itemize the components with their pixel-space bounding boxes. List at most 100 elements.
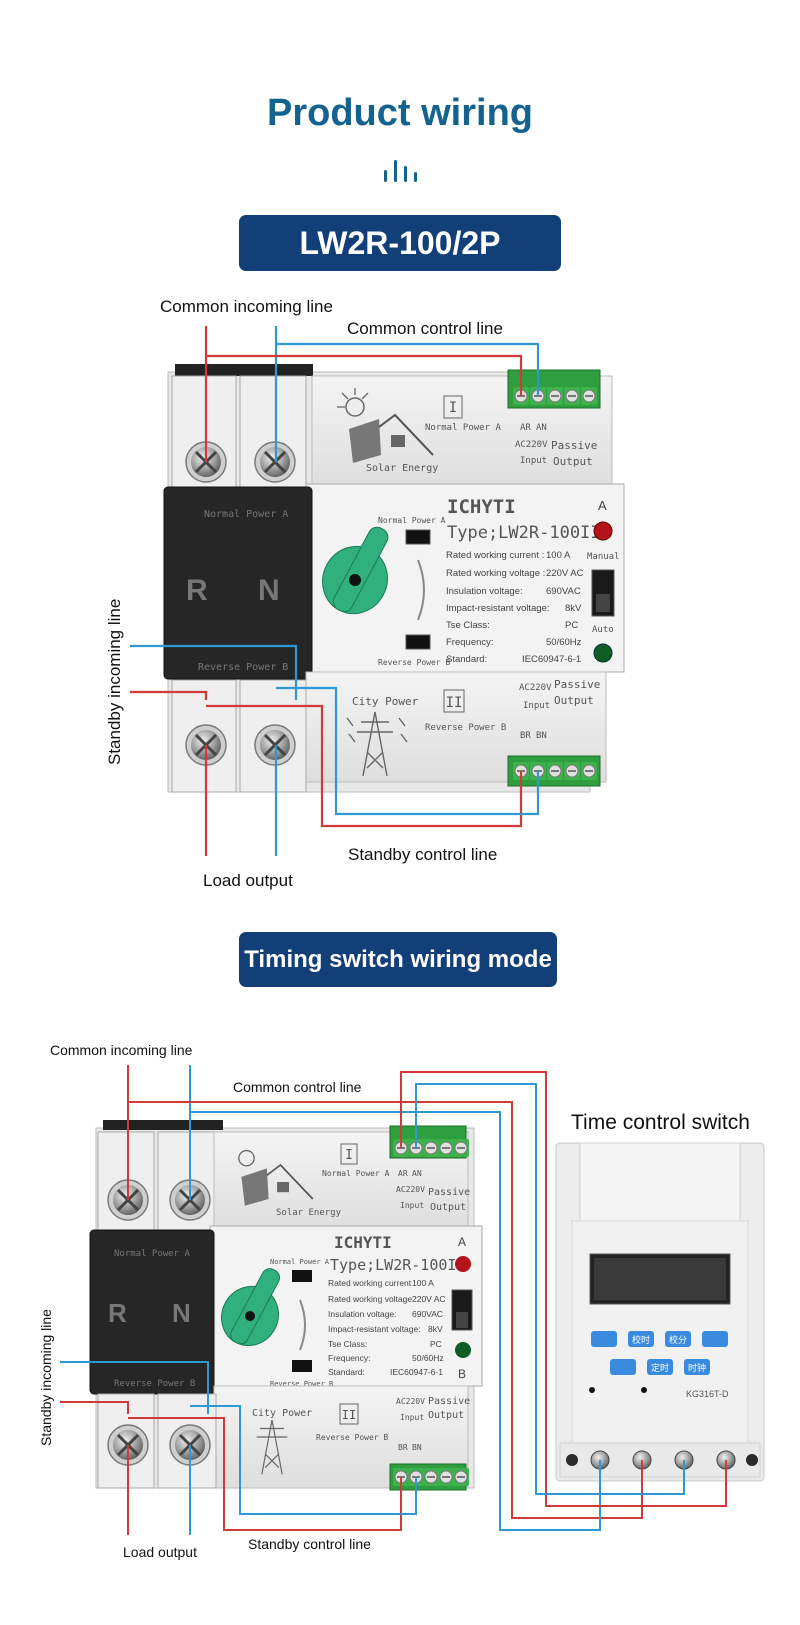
svg-text:II: II	[342, 1408, 356, 1422]
model-banner: LW2R-100/2P	[239, 215, 561, 271]
svg-text:IEC60947-6-1: IEC60947-6-1	[522, 654, 581, 665]
label-standby-incoming-2: Standby incoming line	[38, 1309, 54, 1446]
svg-text:AR: AR	[398, 1169, 408, 1178]
rotate-arrow-icon	[417, 559, 425, 621]
cover-reverse-power-label: Reverse Power B	[198, 662, 288, 673]
roman-one-label: I	[449, 400, 457, 416]
svg-text:AC220V: AC220V	[396, 1185, 425, 1194]
type-label-2: Type;LW2R-100II	[330, 1256, 465, 1274]
label-load-output-2: Load output	[123, 1544, 197, 1560]
svg-text:N: N	[172, 1298, 191, 1328]
ac220v-label-1: AC220V	[515, 440, 548, 450]
time-control-switch: 校时 校分 定时 时钟 KG316T-D	[555, 1142, 765, 1482]
bottom-reverse-power-label: Reverse Power B	[425, 723, 506, 733]
t2-solar-energy-label: Solar Energy	[276, 1208, 342, 1218]
city-power-label-1: City Power	[352, 695, 419, 708]
solar-house-icon	[337, 388, 434, 463]
timer-buttons: 校时 校分 定时 时钟	[591, 1331, 728, 1375]
svg-text:690VAC: 690VAC	[412, 1309, 443, 1319]
svg-text:Output: Output	[428, 1410, 464, 1421]
svg-text:R: R	[108, 1298, 127, 1328]
switch-normal-power-label: Normal Power A	[378, 516, 446, 525]
svg-text:220V AC: 220V AC	[412, 1294, 446, 1304]
passive-label-1: Passive	[551, 439, 597, 452]
device-switch-2: I Normal Power A Solar Energy AR A N AC22…	[89, 1120, 483, 1491]
svg-text:Standard:: Standard:	[328, 1367, 365, 1377]
spec-list-1: Rated working current : 100 A Rated work…	[446, 550, 584, 665]
label-standby-control-1: Standby control line	[348, 845, 498, 864]
timer-model-label: KG316T-D	[686, 1389, 729, 1399]
svg-text:Frequency:: Frequency:	[446, 637, 494, 648]
wires-2	[60, 1065, 727, 1535]
common-control-live-wire	[206, 354, 523, 396]
top-normal-power-label: Normal Power A	[425, 423, 501, 433]
label-standby-control-2: Standby control line	[248, 1536, 371, 1552]
svg-text:时钟: 时钟	[688, 1362, 706, 1374]
pole-n-label: N	[258, 574, 280, 607]
term-ar-label: AR	[520, 423, 531, 433]
manual-label-1: Manual	[587, 552, 620, 562]
spec-list-2: Rated working current : 100 A Rated work…	[328, 1278, 446, 1377]
roman-two-label: II	[446, 695, 463, 711]
page-title: Product wiring	[267, 92, 533, 134]
svg-text:Rated working voltage :: Rated working voltage :	[328, 1294, 417, 1304]
svg-text:Standard:: Standard:	[446, 654, 487, 665]
svg-text:A: A	[458, 1235, 466, 1249]
svg-text:Impact-resistant voltage:: Impact-resistant voltage:	[328, 1324, 421, 1334]
svg-text:8kV: 8kV	[428, 1324, 443, 1334]
t2-selector-knob-icon	[221, 1268, 281, 1347]
t2-roman-one-label: I	[345, 1148, 353, 1163]
term-bn-label: BN	[536, 731, 547, 741]
svg-text:Insulation voltage:: Insulation voltage:	[328, 1309, 397, 1319]
label-common-control-1: Common control line	[347, 319, 503, 338]
svg-text:Rated working current :: Rated working current :	[446, 550, 544, 561]
svg-text:Impact-resistant voltage:: Impact-resistant voltage:	[446, 603, 550, 614]
svg-text:690VAC: 690VAC	[546, 586, 581, 597]
svg-text:Frequency:: Frequency:	[328, 1353, 371, 1363]
svg-text:AC220V: AC220V	[396, 1397, 425, 1406]
t2-solar-house-icon	[238, 1149, 314, 1206]
svg-text:Reverse Power B: Reverse Power B	[114, 1379, 195, 1389]
svg-text:IEC60947-6-1: IEC60947-6-1	[390, 1367, 443, 1377]
svg-text:BR: BR	[398, 1443, 408, 1452]
pole-r-label: R	[186, 574, 208, 607]
indicator-a-label-1: A	[598, 498, 607, 513]
type-label-1: Type;LW2R-100II	[447, 523, 601, 543]
standby-live-wire	[130, 690, 208, 700]
standby-control-live-wire	[206, 704, 523, 828]
label-common-incoming-1: Common incoming line	[160, 297, 333, 316]
output-label-1: Output	[553, 455, 593, 468]
passive-label-1b: Passive	[554, 678, 600, 691]
svg-text:8kV: 8kV	[565, 603, 582, 614]
svg-text:Input: Input	[400, 1201, 424, 1210]
power-tower-icon	[346, 711, 408, 777]
svg-text:100 A: 100 A	[412, 1278, 434, 1288]
divider-bars-icon	[384, 160, 418, 182]
svg-text:BN: BN	[412, 1443, 422, 1452]
output-label-1b: Output	[554, 694, 594, 707]
indicator-a-led-icon	[593, 521, 613, 541]
svg-text:50/60Hz: 50/60Hz	[412, 1353, 444, 1363]
standby-control-neutral-wire	[276, 686, 540, 816]
common-control-neutral-wire	[276, 342, 540, 396]
device-switch-1: I Normal Power A Solar Energy AR AN AC22…	[163, 364, 625, 793]
svg-text:Reverse Power B: Reverse Power B	[270, 1380, 333, 1388]
term-an-label: AN	[536, 423, 547, 433]
svg-text:校时: 校时	[632, 1334, 650, 1346]
t2-power-tower-icon	[256, 1419, 288, 1475]
cover-normal-power-label: Normal Power A	[204, 509, 288, 520]
timing-banner: Timing switch wiring mode	[239, 932, 557, 987]
svg-text:定时: 定时	[651, 1362, 669, 1374]
svg-text:Passive: Passive	[428, 1396, 470, 1407]
brand-label-2: ICHYTI	[334, 1233, 392, 1252]
svg-text:校分: 校分	[669, 1334, 687, 1346]
auto-label-1: Auto	[592, 625, 614, 635]
time-switch-title: Time control switch	[571, 1111, 750, 1134]
t2-top-normal-power-label: Normal Power A	[322, 1169, 390, 1178]
svg-text:Rated working current :: Rated working current :	[328, 1278, 416, 1288]
svg-text:100 A: 100 A	[546, 550, 571, 561]
svg-text:Insulation voltage:: Insulation voltage:	[446, 586, 523, 597]
input-label-1b: Input	[523, 701, 550, 711]
standby-neutral-wire	[130, 644, 298, 700]
